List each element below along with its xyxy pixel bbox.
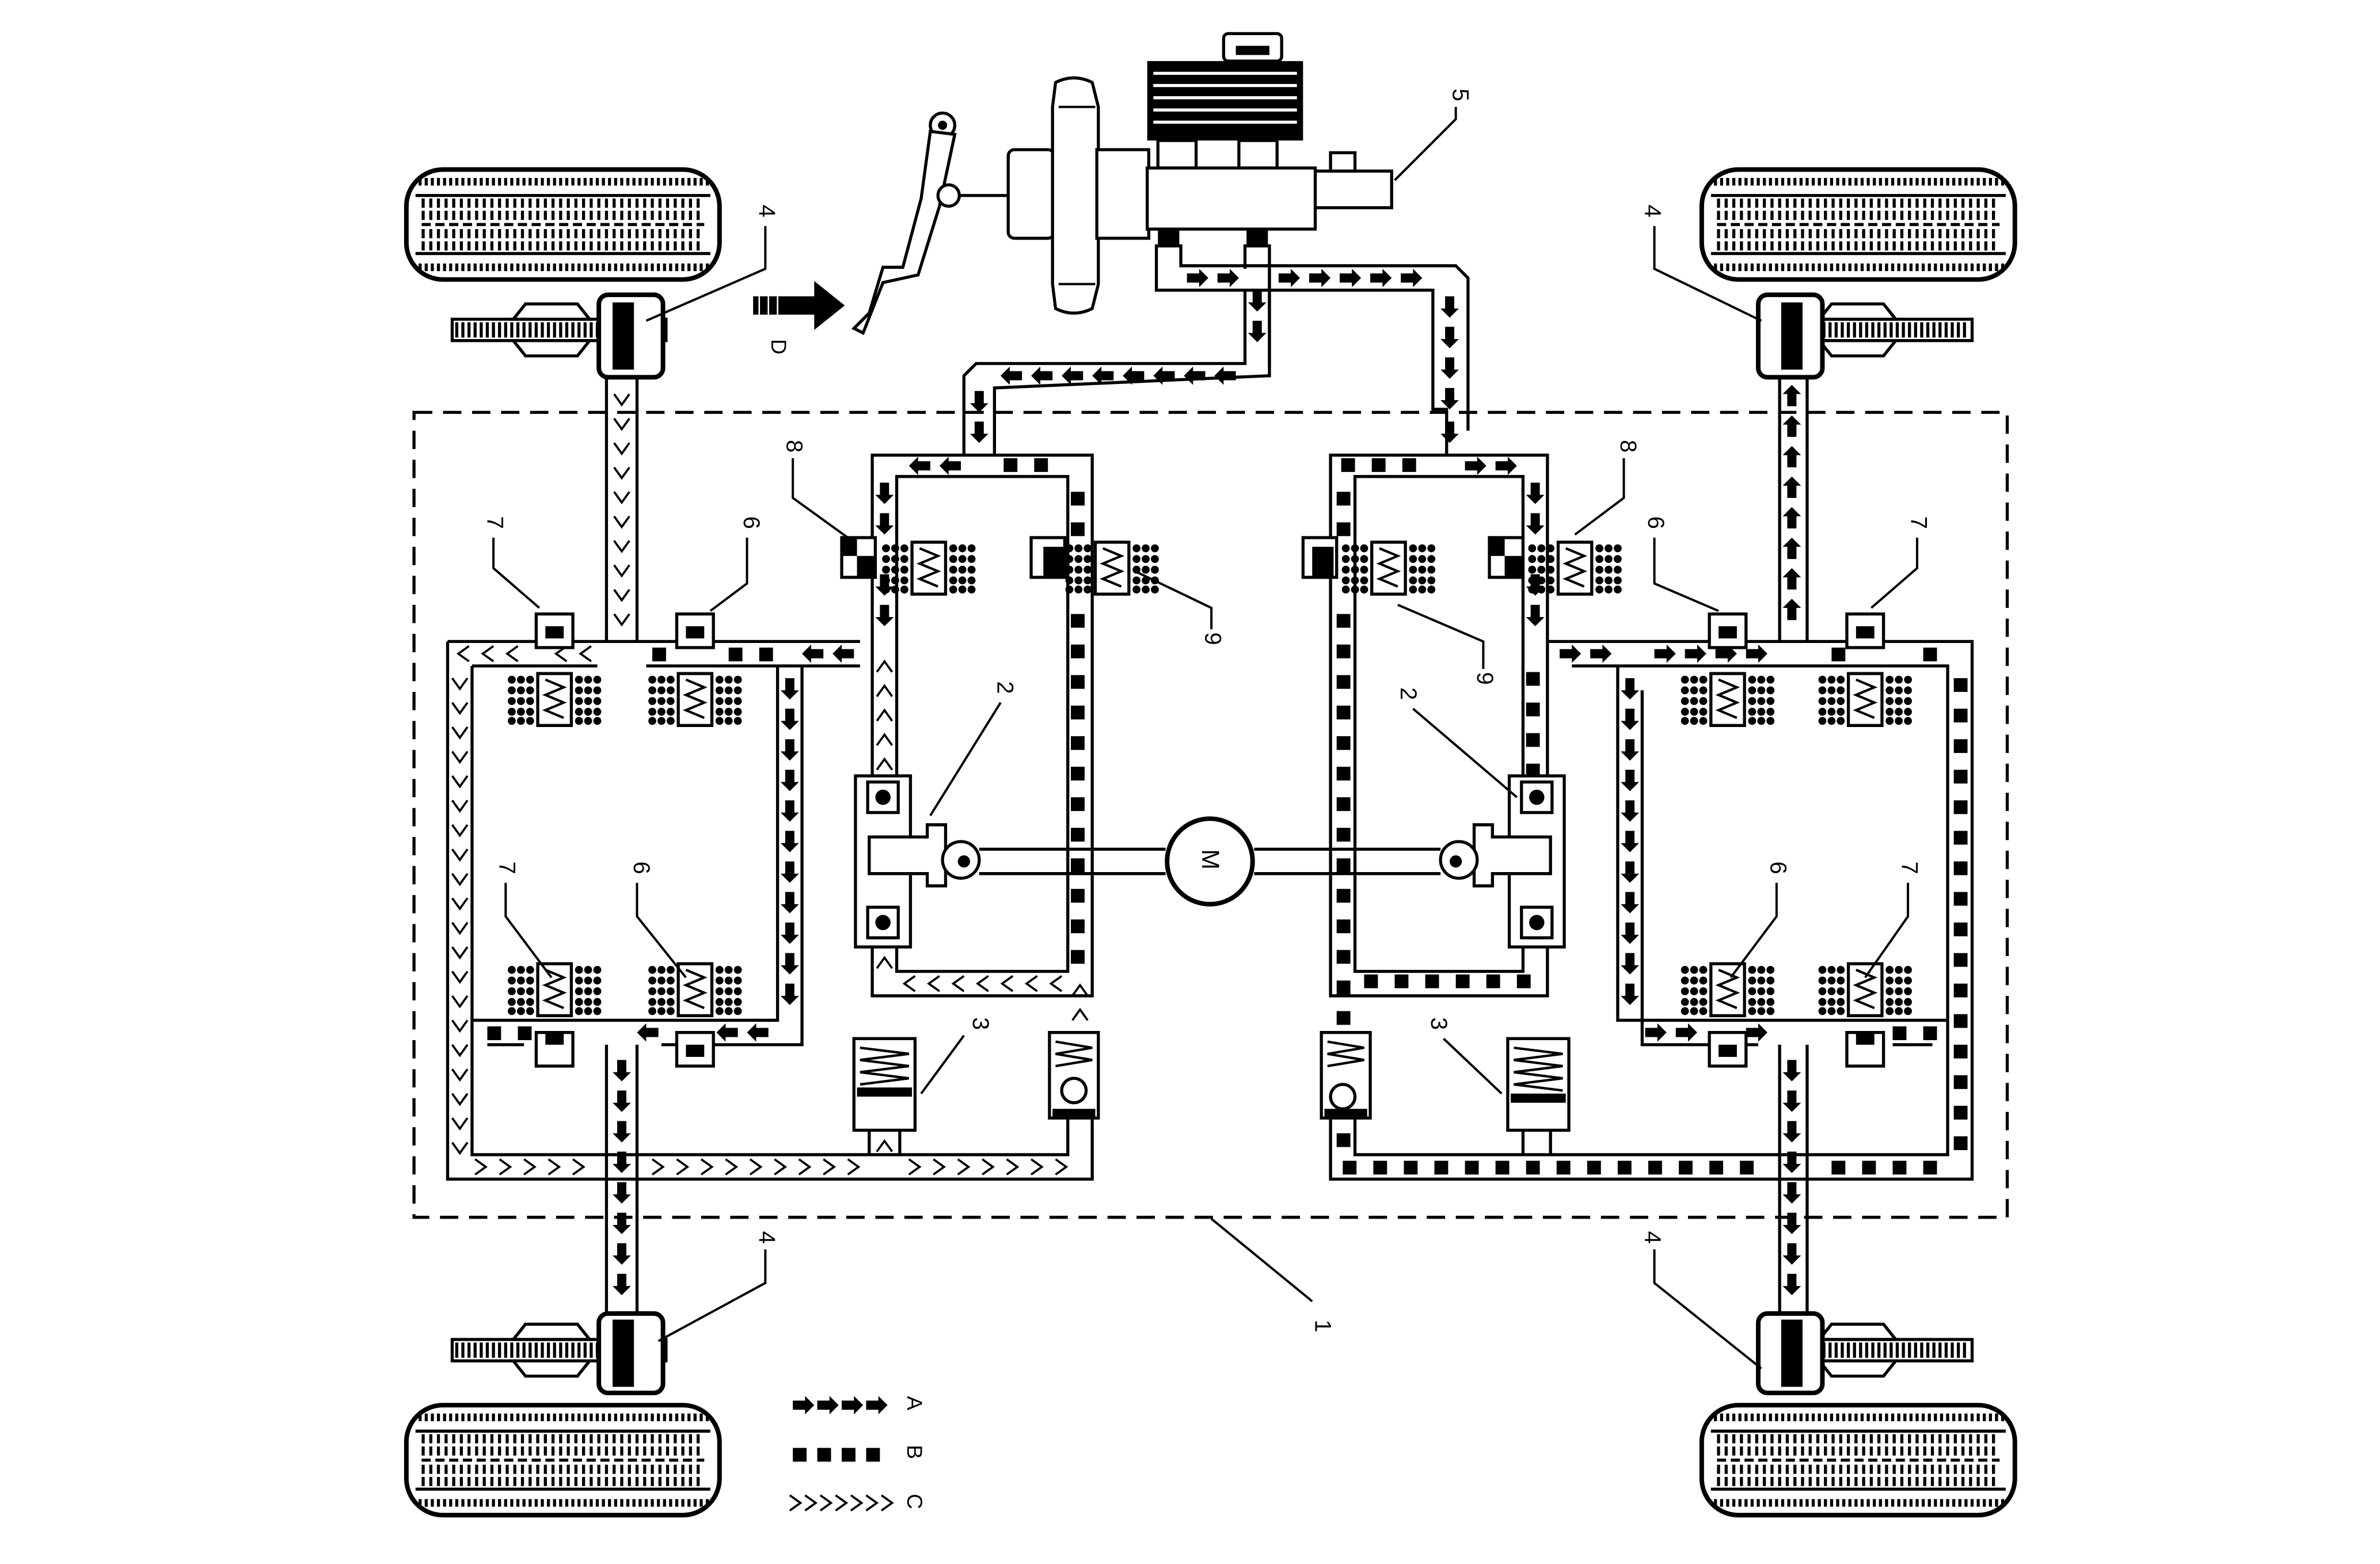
- inlet-valve-6-upper-left: [648, 673, 742, 725]
- callout-8-left: 8: [782, 440, 807, 452]
- label-force-d: D: [767, 339, 791, 355]
- motor-shaft: [979, 847, 1441, 876]
- callout-6-upper-right: 6: [1643, 516, 1668, 529]
- isolation-valve-8-left: [882, 542, 975, 594]
- callout-8-right: 8: [1615, 440, 1641, 452]
- flow-hold-squares: [487, 458, 1968, 1175]
- motor-label: M: [1197, 849, 1224, 869]
- callout-7-upper-left: 7: [482, 516, 507, 529]
- callout-7-lower-right: 7: [1896, 861, 1922, 874]
- callout-3-left: 3: [968, 1017, 993, 1030]
- inlet-valve-6-lower-left: [648, 964, 742, 1015]
- callout-4-front-right: 4: [1640, 205, 1666, 218]
- hydraulic-lines: [446, 244, 1974, 1314]
- callout-1: 1: [1310, 1319, 1336, 1332]
- accumulator-left: [852, 1037, 917, 1132]
- legend-release-chevrons: [788, 1494, 894, 1512]
- legend-label-c: C: [903, 1494, 927, 1509]
- legend-label-b: B: [903, 1445, 927, 1459]
- callout-2-right: 2: [1396, 687, 1421, 700]
- damper-right: [1320, 1030, 1372, 1120]
- outlet-valve-7-lower-left: [508, 964, 601, 1015]
- callout-4-front-left: 4: [754, 205, 780, 218]
- callout-9-right: 9: [1472, 672, 1497, 684]
- callout-5: 5: [1447, 89, 1473, 101]
- master-cylinder: [1146, 32, 1393, 248]
- flow-apply-arrows: [613, 268, 1801, 1296]
- leader-lines: [492, 106, 1918, 1369]
- callout-7-lower-left: 7: [495, 861, 520, 874]
- damper-left: [1048, 1030, 1100, 1120]
- callout-2-left: 2: [993, 681, 1018, 694]
- pump-left: [854, 774, 981, 949]
- prime-valve-9-right: [1342, 542, 1435, 594]
- front-left-wheel: [406, 170, 720, 380]
- legend-apply-arrows: [793, 1396, 888, 1414]
- isolation-valve-8-right: [1528, 542, 1621, 594]
- callout-6-lower-right: 6: [1765, 861, 1790, 874]
- outlet-valve-7-upper-left: [508, 673, 601, 725]
- valves-right: [1301, 536, 1912, 1068]
- legend: A B C: [788, 1396, 927, 1512]
- legend-hold-squares: [793, 1448, 880, 1462]
- callout-9-left: 9: [1200, 632, 1226, 645]
- outlet-valve-7-upper-right: [1819, 673, 1912, 725]
- callout-4-rear-left: 4: [754, 1231, 780, 1244]
- prime-valve-9-left: [1065, 542, 1158, 594]
- callout-6-lower-left: 6: [629, 861, 654, 874]
- callouts: 1 2 2 3 3 4 4 4 4 5 6 6 6 6 7 7 7 7 8 8 …: [482, 89, 1931, 1333]
- outlet-valve-7-lower-right: [1819, 964, 1912, 1015]
- legend-label-a: A: [903, 1396, 927, 1410]
- callout-3-right: 3: [1426, 1017, 1451, 1030]
- pump-right: [1439, 774, 1566, 949]
- accumulator-right: [1506, 1037, 1571, 1132]
- inlet-valve-6-upper-right: [1681, 673, 1774, 725]
- front-right-wheel: [1702, 170, 2015, 380]
- hydraulic-modulator-boundary: [412, 410, 2009, 1219]
- force-arrow: [753, 281, 845, 330]
- pump-motor: [1165, 816, 1255, 907]
- brake-pedal: [851, 111, 1013, 336]
- inlet-valve-6-lower-right: [1681, 964, 1774, 1015]
- rear-left-wheel: [406, 1311, 720, 1515]
- brake-booster: [1006, 76, 1151, 315]
- callout-4-rear-right: 4: [1640, 1231, 1666, 1244]
- valves-left: [508, 536, 1159, 1068]
- rear-right-wheel: [1702, 1311, 2015, 1515]
- callout-7-upper-right: 7: [1906, 516, 1931, 529]
- callout-6-upper-left: 6: [739, 516, 764, 529]
